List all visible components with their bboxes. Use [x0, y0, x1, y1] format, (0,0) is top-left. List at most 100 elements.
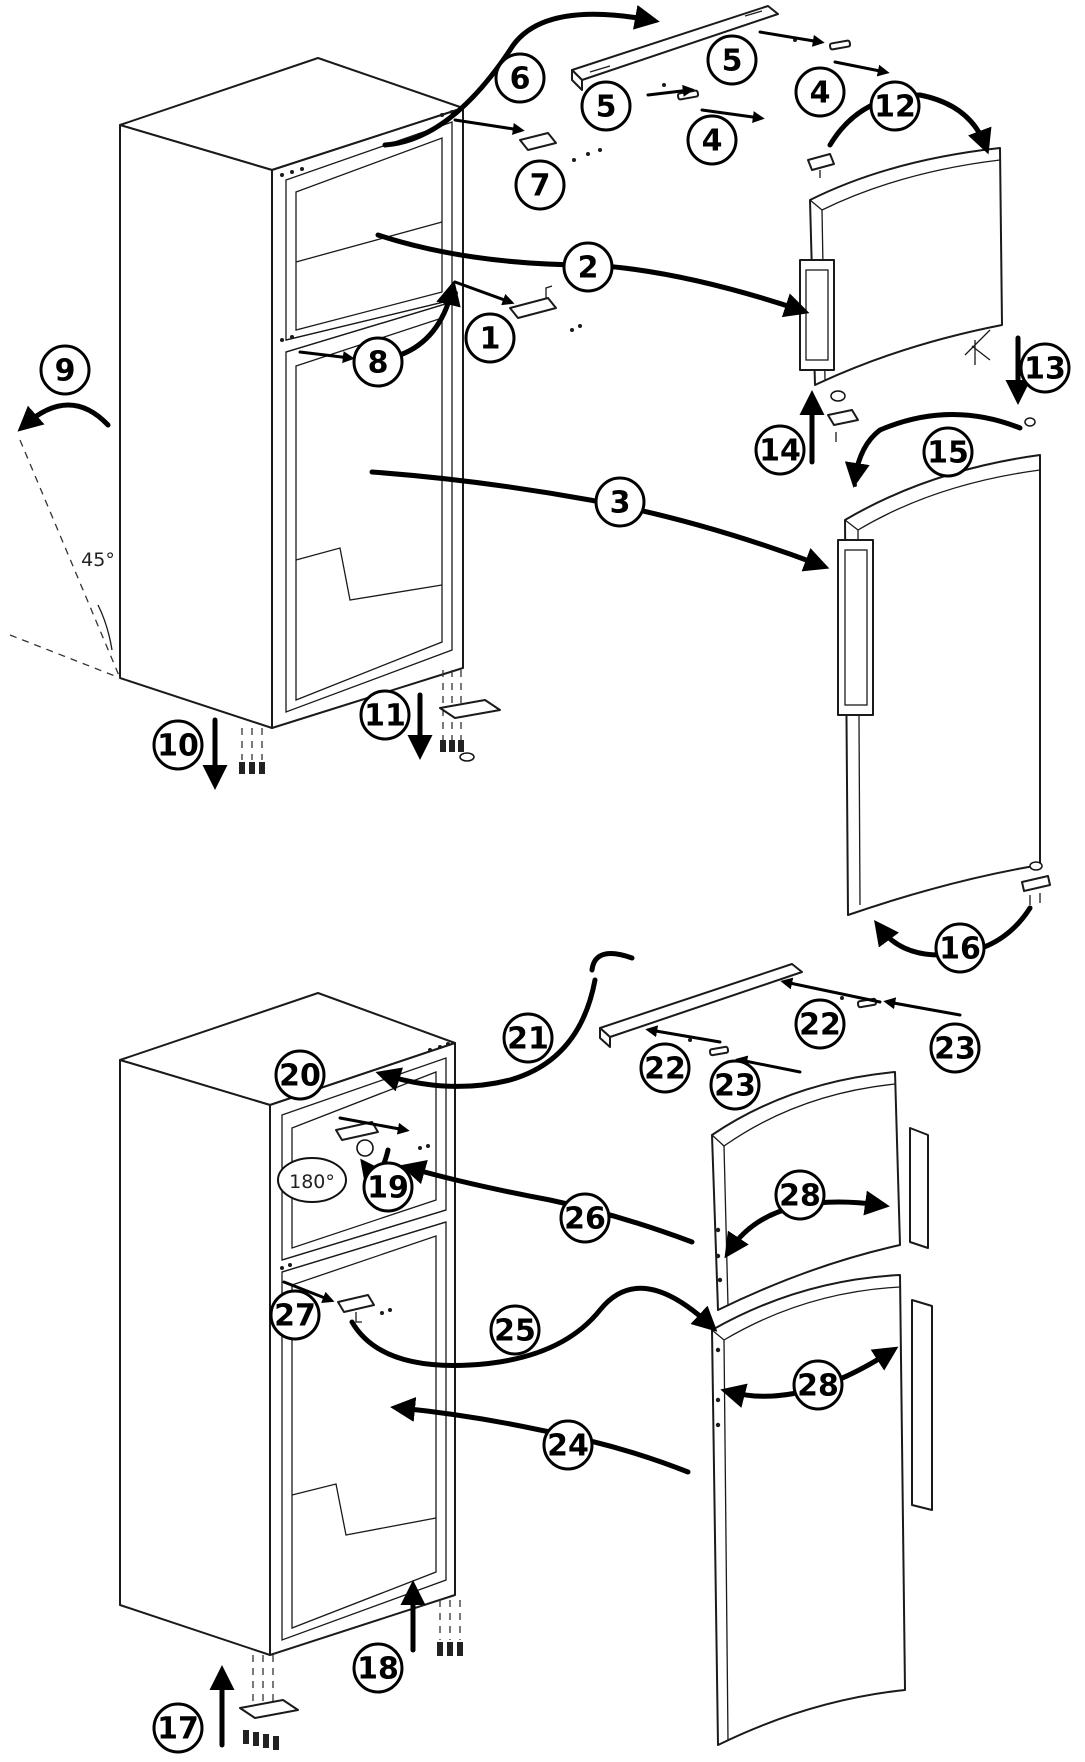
- callout-28: 28: [792, 1359, 844, 1411]
- callout-circle: [869, 80, 921, 132]
- callout-circle: [794, 998, 846, 1050]
- arrow-12: [827, 92, 992, 155]
- bottom-cover-strip: [599, 963, 878, 1057]
- callout-2: 2: [562, 241, 614, 293]
- arrow-26: [400, 1160, 695, 1245]
- callout-circle: [562, 241, 614, 293]
- callout-5: 5: [580, 80, 632, 132]
- callout-9: 9: [39, 344, 91, 396]
- callout-circle: [1019, 342, 1071, 394]
- callout-number: 21: [507, 1022, 549, 1057]
- callout-5: 5: [706, 34, 758, 86]
- callout-14: 14: [754, 424, 806, 476]
- callout-circle: [792, 1359, 844, 1411]
- callout-23: 23: [929, 1022, 981, 1074]
- callout-1: 1: [464, 312, 516, 364]
- callout-circle: [352, 336, 404, 388]
- callout-7: 7: [514, 159, 566, 211]
- callout-4: 4: [686, 114, 738, 166]
- callout-circle: [774, 1169, 826, 1221]
- callout-number: 20: [279, 1059, 321, 1094]
- middle-hinge-1: [509, 285, 582, 332]
- callout-13: 13: [1019, 342, 1071, 394]
- callout-23: 23: [709, 1059, 761, 1111]
- callout-number: 11: [364, 699, 406, 734]
- callout-circle: [152, 719, 204, 771]
- callout-circle: [639, 1042, 691, 1094]
- callout-11: 11: [359, 689, 411, 741]
- callout-20: 20: [274, 1049, 326, 1101]
- arrow-8: [397, 280, 461, 358]
- callout-circle: [39, 344, 91, 396]
- rotation-badge: [277, 1157, 347, 1203]
- callout-circle: [489, 1304, 541, 1356]
- callout-17: 17: [152, 1702, 204, 1754]
- callout-circle: [794, 66, 846, 118]
- callout-22: 22: [794, 998, 846, 1050]
- callout-6: 6: [494, 52, 546, 104]
- callout-10: 10: [152, 719, 204, 771]
- callout-number: 17: [157, 1712, 199, 1747]
- callout-16: 16: [934, 922, 986, 974]
- callout-number: 8: [368, 346, 389, 381]
- arrow-25: [349, 1285, 718, 1368]
- callout-26: 26: [559, 1192, 611, 1244]
- callout-number: 1: [480, 322, 501, 357]
- action-arrows: [17, 5, 1033, 1748]
- callout-21: 21: [502, 1012, 554, 1064]
- callout-number: 12: [874, 90, 916, 125]
- screw-set-17: [239, 1655, 299, 1750]
- screw-set-18: [437, 1600, 463, 1656]
- hinge-12: [807, 153, 835, 178]
- callout-circle: [706, 34, 758, 86]
- callout-circle: [594, 476, 646, 528]
- callout-28: 28: [774, 1169, 826, 1221]
- arrow-6: [382, 5, 660, 148]
- callout-number: 19: [367, 1171, 409, 1206]
- callout-number: 7: [530, 169, 551, 204]
- arrow-9: [17, 402, 111, 432]
- bottom-hinge-11: [439, 670, 501, 762]
- fridge-door-bottom: [711, 1274, 933, 1746]
- callout-number: 24: [547, 1429, 589, 1464]
- callout-19: 19: [362, 1161, 414, 1213]
- callout-number: 22: [799, 1008, 841, 1043]
- callout-circle: [542, 1419, 594, 1471]
- screw-set-10: [239, 728, 265, 774]
- top-cover-strip: [571, 5, 779, 91]
- callout-number: 27: [274, 1299, 316, 1334]
- arrow-15: [844, 412, 1023, 488]
- callout-circle: [686, 114, 738, 166]
- callout-8: 8: [352, 336, 404, 388]
- hinge-27: [337, 1294, 392, 1323]
- text-labels: 45° 180°: [81, 549, 347, 1203]
- callout-number: 5: [596, 90, 617, 125]
- callout-number: 15: [927, 436, 969, 471]
- tilt-angle-guide: [9, 439, 121, 679]
- callout-number: 13: [1024, 352, 1066, 387]
- callout-number: 28: [779, 1179, 821, 1214]
- callout-15: 15: [922, 426, 974, 478]
- callout-circle: [929, 1022, 981, 1074]
- callout-circle: [352, 1642, 404, 1694]
- callout-number: 9: [55, 354, 76, 389]
- callout-number: 4: [810, 76, 831, 111]
- fridge-door-top-view: [837, 417, 1051, 916]
- callout-24: 24: [542, 1419, 594, 1471]
- callout-22: 22: [639, 1042, 691, 1094]
- callout-circle: [559, 1192, 611, 1244]
- arrow-3: [369, 469, 830, 572]
- arrow-24: [390, 1397, 691, 1475]
- callout-27: 27: [269, 1289, 321, 1341]
- callout-circle: [922, 426, 974, 478]
- callout-number: 5: [722, 44, 743, 79]
- callout-circle: [580, 80, 632, 132]
- callout-number: 22: [644, 1052, 686, 1087]
- callout-number: 23: [934, 1032, 976, 1067]
- callout-circle: [514, 159, 566, 211]
- top-hinge-7: [519, 132, 602, 162]
- callout-circle: [464, 312, 516, 364]
